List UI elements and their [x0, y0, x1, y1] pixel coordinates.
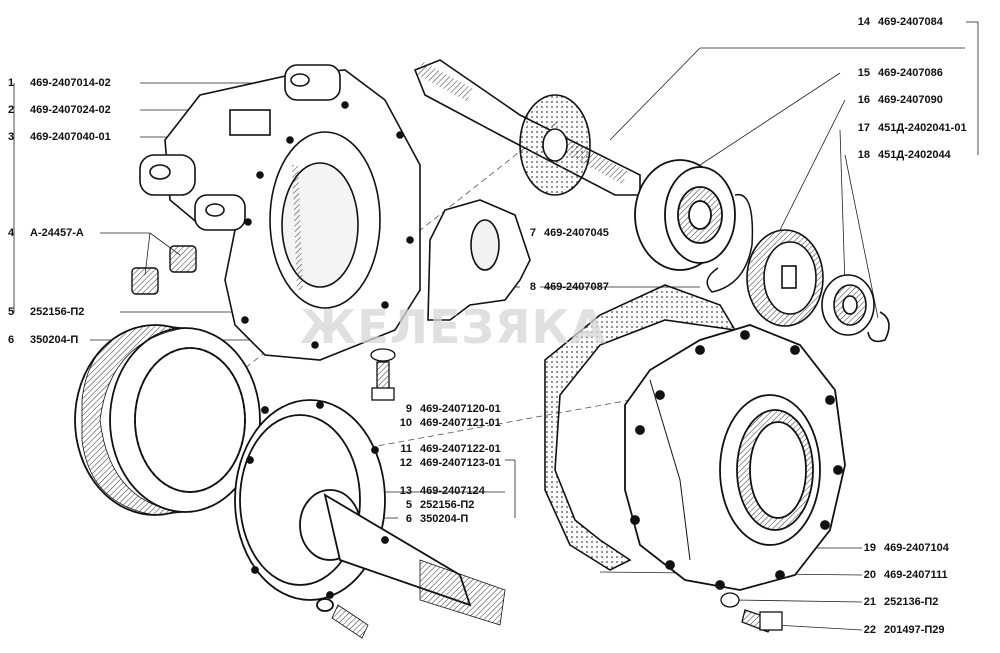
callout-16: 16 469-2407090 — [856, 94, 943, 106]
callout-number: 13 — [399, 485, 412, 497]
callout-code: 469-2407086 — [878, 67, 943, 79]
callout-code: 469-2407124 — [420, 485, 485, 497]
callout-number: 9 — [405, 403, 412, 415]
callout-code: 350204-П — [30, 334, 79, 346]
callout-code: 469-2407084 — [878, 16, 943, 28]
bearing-part-16 — [634, 159, 736, 271]
washer-part-15 — [519, 94, 591, 196]
callout-number: 10 — [399, 417, 412, 429]
callout-number: 14 — [857, 16, 870, 28]
callout-number: 8 — [529, 281, 536, 293]
callout-code: 469-2407024-02 — [30, 104, 111, 116]
callout-6b: 6 350204-П — [398, 513, 468, 525]
callout-number: 17 — [857, 122, 870, 134]
callout-code: 252136-П2 — [884, 596, 939, 608]
callout-6: 6 350204-П — [8, 334, 78, 346]
callout-number: 18 — [857, 149, 870, 161]
callout-number: 1 — [8, 77, 15, 89]
callout-4: 4 А-24457-А — [8, 227, 84, 239]
callout-number: 3 — [8, 131, 15, 143]
callout-17: 17 451Д-2402041-01 — [856, 122, 967, 134]
callout-number: 2 — [8, 104, 15, 116]
callout-code: А-24457-А — [30, 227, 84, 239]
ring-gear-part-11 — [74, 324, 261, 516]
callout-code: 252156-П2 — [420, 499, 475, 511]
leader-lines — [13, 21, 979, 631]
callout-1: 1 469-2407014-02 — [8, 77, 111, 89]
case-part-19 — [624, 324, 846, 591]
callout-5b: 5 252156-П2 — [398, 499, 475, 511]
callout-22: 22 201497-П29 — [862, 624, 945, 636]
callout-2: 2 469-2407024-02 — [8, 104, 111, 116]
callout-code: 469-2407090 — [878, 94, 943, 106]
callout-7: 7 469-2407045 — [522, 227, 609, 239]
callout-number: 5 — [8, 306, 15, 318]
callout-3: 3 469-2407040-01 — [8, 131, 111, 143]
callout-15: 15 469-2407086 — [856, 67, 943, 79]
callout-number: 6 — [8, 334, 15, 346]
callout-number: 21 — [863, 596, 876, 608]
callout-code: 252156-П2 — [30, 306, 85, 318]
callout-number: 11 — [400, 443, 412, 455]
gear-part-18 — [746, 229, 824, 327]
callout-number: 7 — [529, 227, 536, 239]
callout-19: 19 469-2407104 — [862, 542, 949, 554]
callout-number: 19 — [863, 542, 876, 554]
watermark-text: ЖЕЛЕЗЯКА — [300, 300, 607, 354]
callout-code: 469-2407123-01 — [420, 457, 501, 469]
callout-number: 4 — [8, 227, 15, 239]
callout-code: 469-2407120-01 — [420, 403, 501, 415]
clip-part-17 — [706, 193, 754, 293]
callout-code: 469-2407121-01 — [420, 417, 501, 429]
callout-number: 16 — [857, 94, 870, 106]
callout-9: 9 469-2407120-01 — [398, 403, 501, 415]
callout-code: 469-2407087 — [544, 281, 609, 293]
callout-number: 22 — [863, 624, 876, 636]
callout-code: 469-2407111 — [884, 569, 948, 581]
callout-13: 13 469-2407124 — [398, 485, 485, 497]
callout-8: 8 469-2407087 — [522, 281, 609, 293]
callout-number: 6 — [405, 513, 412, 525]
callout-20: 20 469-2407111 — [862, 569, 948, 581]
callout-14: 14 469-2407084 — [856, 16, 943, 28]
callout-code: 469-2407040-01 — [30, 131, 111, 143]
small-bearing — [821, 274, 890, 343]
bolt-part-22 — [720, 592, 783, 633]
plug-part-4 — [131, 245, 197, 295]
callout-number: 12 — [399, 457, 412, 469]
callout-5: 5 252156-П2 — [8, 306, 84, 318]
callout-21: 21 252136-П2 — [862, 596, 939, 608]
callout-number: 15 — [857, 67, 870, 79]
callout-18: 18 451Д-2402044 — [856, 149, 951, 161]
callout-code: 201497-П29 — [884, 624, 945, 636]
callout-code: 451Д-2402044 — [878, 149, 951, 161]
bracket-part-7 — [427, 199, 531, 321]
callout-11: 11 469-2407122-01 — [398, 443, 501, 455]
callout-number: 20 — [863, 569, 876, 581]
callout-number: 5 — [405, 499, 412, 511]
housing-part-1 — [139, 64, 421, 361]
callout-code: 451Д-2402041-01 — [878, 122, 967, 134]
callout-code: 469-2407014-02 — [30, 77, 111, 89]
callout-code: 469-2407045 — [544, 227, 609, 239]
gasket-part-8 — [544, 284, 737, 571]
callout-code: 469-2407104 — [884, 542, 949, 554]
callout-12: 12 469-2407123-01 — [398, 457, 501, 469]
flange-shaft-part-12 — [234, 399, 506, 639]
bolt-part-9 — [370, 348, 396, 401]
callout-10: 10 469-2407121-01 — [398, 417, 501, 429]
callout-code: 350204-П — [420, 513, 469, 525]
callout-code: 469-2407122-01 — [420, 443, 501, 455]
